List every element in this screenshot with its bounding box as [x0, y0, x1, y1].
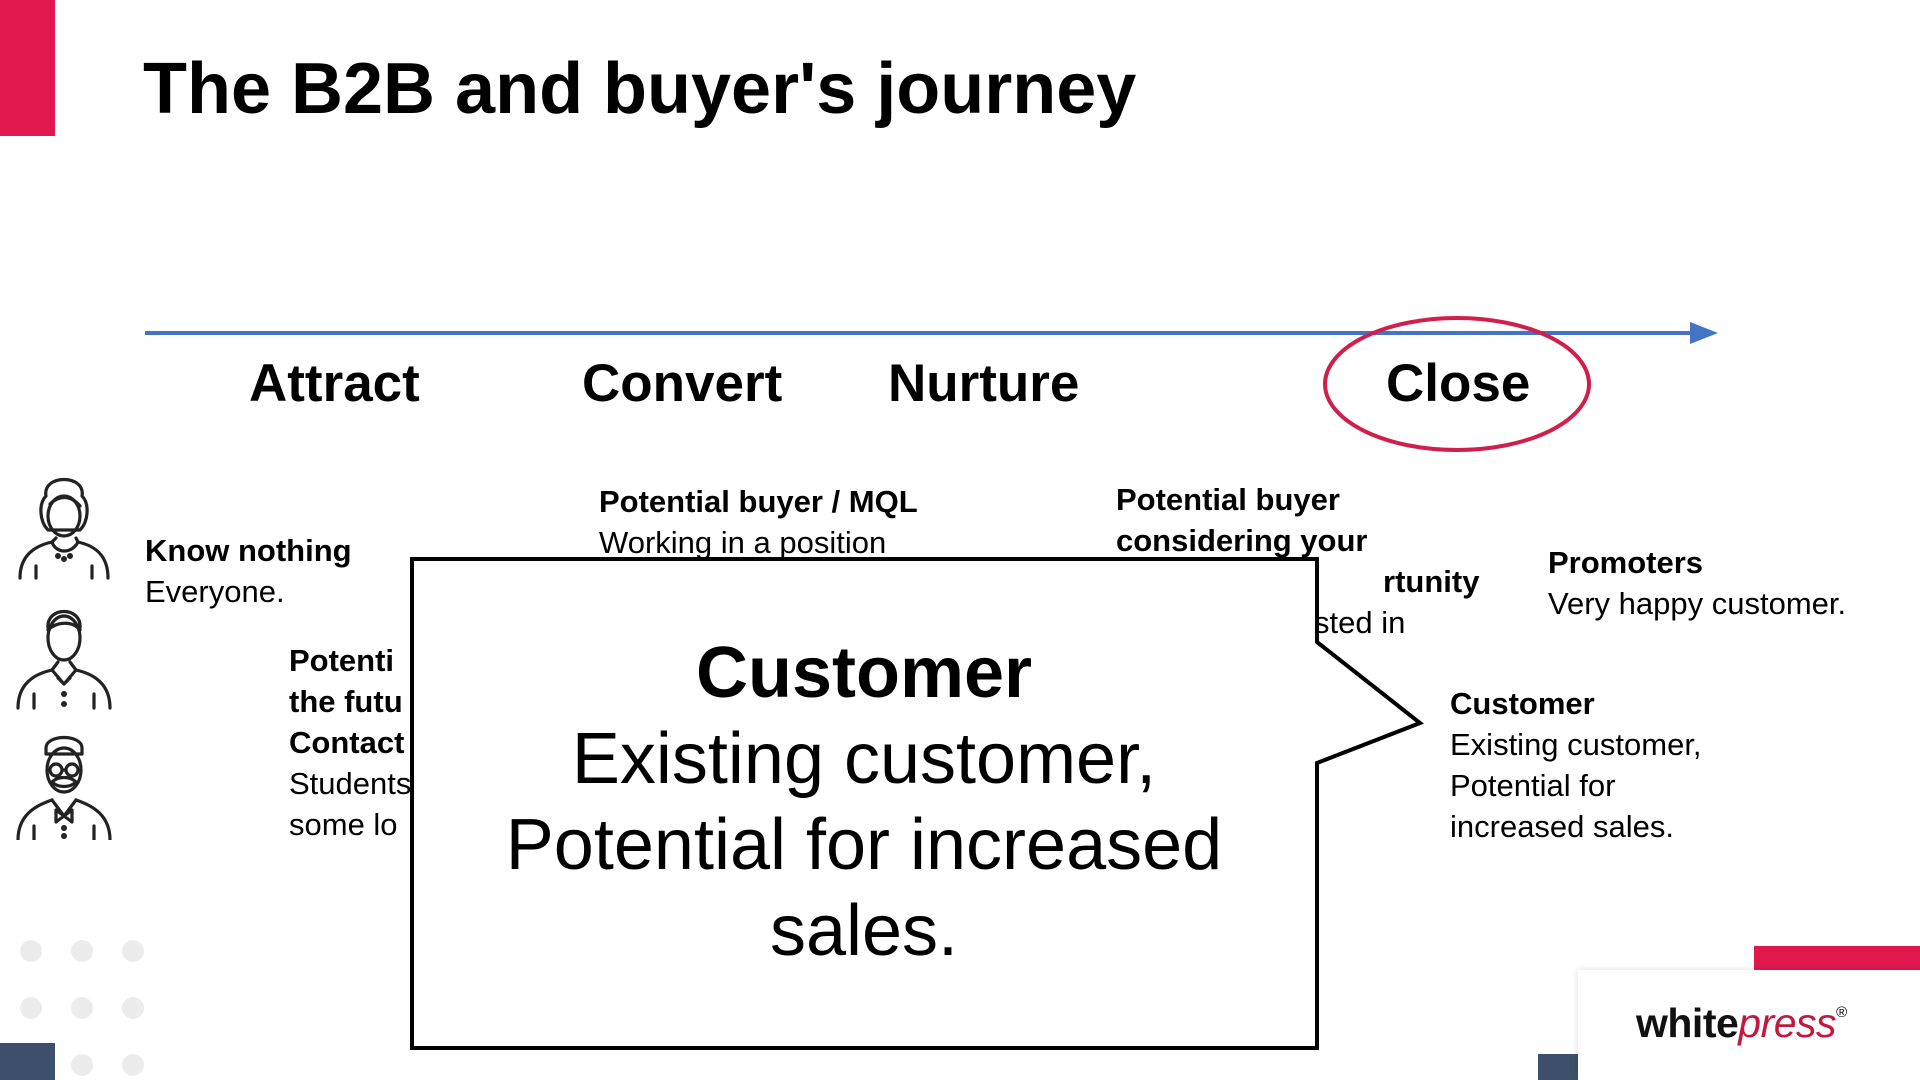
accent-bar-bottom-right: [1754, 946, 1920, 970]
close-highlight-circle: [1323, 316, 1591, 452]
segment-potential-buyer-considering: Potential buyer considering your rtunity…: [1116, 482, 1480, 640]
logo-card: [1578, 970, 1920, 1080]
stage-attract: Attract: [249, 354, 420, 413]
segment-customer: Customer Existing customer, Potential fo…: [1450, 686, 1702, 844]
segment-promoters: Promoters Very happy customer.: [1548, 545, 1847, 621]
accent-bar-bottom-left: [0, 1043, 55, 1080]
timeline-arrow: [145, 322, 1718, 344]
glasses-man-avatar-icon: [16, 735, 112, 840]
whitepress-logo: whitepress®: [1636, 1000, 1847, 1046]
segment-potential-buyer-mql: Potential buyer / MQL Working in a posit…: [599, 484, 918, 560]
persona-icons: [16, 477, 112, 840]
segment-potential-future: Potenti the futu Contact Students some l…: [289, 643, 412, 842]
callout-text: Customer Existing customer, Potential fo…: [505, 633, 1223, 971]
slide-title: The B2B and buyer's journey: [143, 49, 1137, 129]
woman-avatar-icon: [18, 477, 110, 580]
accent-bar-top: [0, 0, 55, 136]
man-avatar-icon: [16, 610, 112, 710]
stage-nurture: Nurture: [888, 354, 1080, 413]
accent-block-bottom-right: [1538, 1054, 1578, 1080]
stage-convert: Convert: [582, 354, 783, 413]
callout-box: [410, 557, 1424, 1050]
stage-close: Close: [1386, 354, 1531, 413]
segment-know-nothing: Know nothing Everyone.: [145, 533, 352, 609]
